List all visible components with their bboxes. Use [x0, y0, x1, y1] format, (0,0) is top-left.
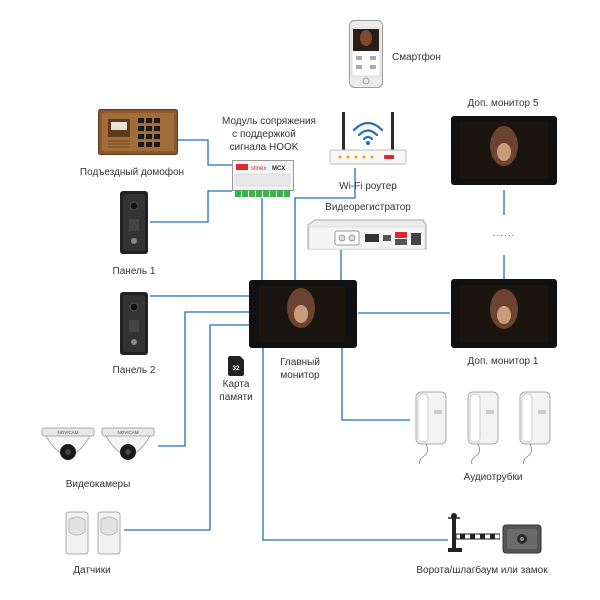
- smartphone-label: Смартфон: [392, 52, 441, 63]
- wire-router-monitor: [294, 168, 356, 282]
- module-label-line2: с поддержкой: [232, 129, 296, 140]
- panel-1-label: Панель 1: [112, 266, 156, 277]
- module-model: MCX: [272, 166, 285, 172]
- module-brand: slinex: [251, 166, 266, 172]
- wifi-router: [328, 108, 408, 168]
- main-monitor-label-line1: Главный: [280, 357, 320, 368]
- extra-monitor-5-label: Доп. монитор 5: [467, 98, 539, 109]
- extra-monitor-1: [451, 279, 557, 348]
- wire-intercom-module: [177, 139, 232, 166]
- module-label-line3: сигнала HOOK: [229, 142, 299, 153]
- panel-2: [120, 292, 148, 355]
- audio-handsets-label: Аудиотрубки: [463, 472, 523, 483]
- memory-card-icon: 32: [228, 356, 244, 376]
- wire-cameras-monitor: [158, 311, 250, 447]
- module-label-line1: Модуль сопряжения: [222, 116, 316, 127]
- gate-label: Ворота/шлагбаум или замок: [416, 565, 548, 576]
- interface-module: slinex MCX: [232, 160, 294, 198]
- wire-sensors-monitor: [124, 324, 250, 531]
- wire-panel1-monitor: [150, 190, 232, 223]
- wire-gate-monitor: [262, 348, 448, 541]
- wire-handsets-monitor: [341, 348, 410, 421]
- memory-card-label-line1: Карта: [222, 379, 250, 390]
- sensors: [64, 510, 124, 556]
- main-monitor-label-line2: монитор: [280, 370, 320, 381]
- electric-lock: [502, 524, 542, 554]
- camera-brand-1: NOVICAM: [57, 430, 78, 435]
- panel-2-label: Панель 2: [112, 365, 156, 376]
- main-monitor: [249, 280, 357, 348]
- memory-card-label-line2: памяти: [219, 392, 253, 403]
- sensors-label: Датчики: [73, 565, 111, 576]
- panel-1: [120, 191, 148, 254]
- camera-brand-2: NOVICAM: [117, 430, 138, 435]
- entrance-intercom-label: Подъездный домофон: [79, 167, 185, 178]
- dvr-label: Видеорегистратор: [325, 202, 411, 213]
- wifi-signal-icon: [352, 121, 384, 141]
- wifi-router-label: Wi-Fi роутер: [339, 181, 397, 192]
- gate-barrier: [444, 510, 501, 554]
- sd-capacity: 32: [232, 365, 240, 372]
- ellipsis-more-monitors: ......: [492, 228, 516, 239]
- audio-handsets: [410, 388, 560, 465]
- smartphone: [349, 20, 383, 88]
- video-cameras: NOVICAM NOVICAM: [40, 424, 158, 472]
- dvr: [307, 219, 427, 251]
- entrance-intercom: [98, 109, 178, 155]
- video-cameras-label: Видеокамеры: [65, 479, 131, 490]
- extra-monitor-1-label: Доп. монитор 1: [467, 356, 539, 367]
- extra-monitor-5: [451, 116, 557, 185]
